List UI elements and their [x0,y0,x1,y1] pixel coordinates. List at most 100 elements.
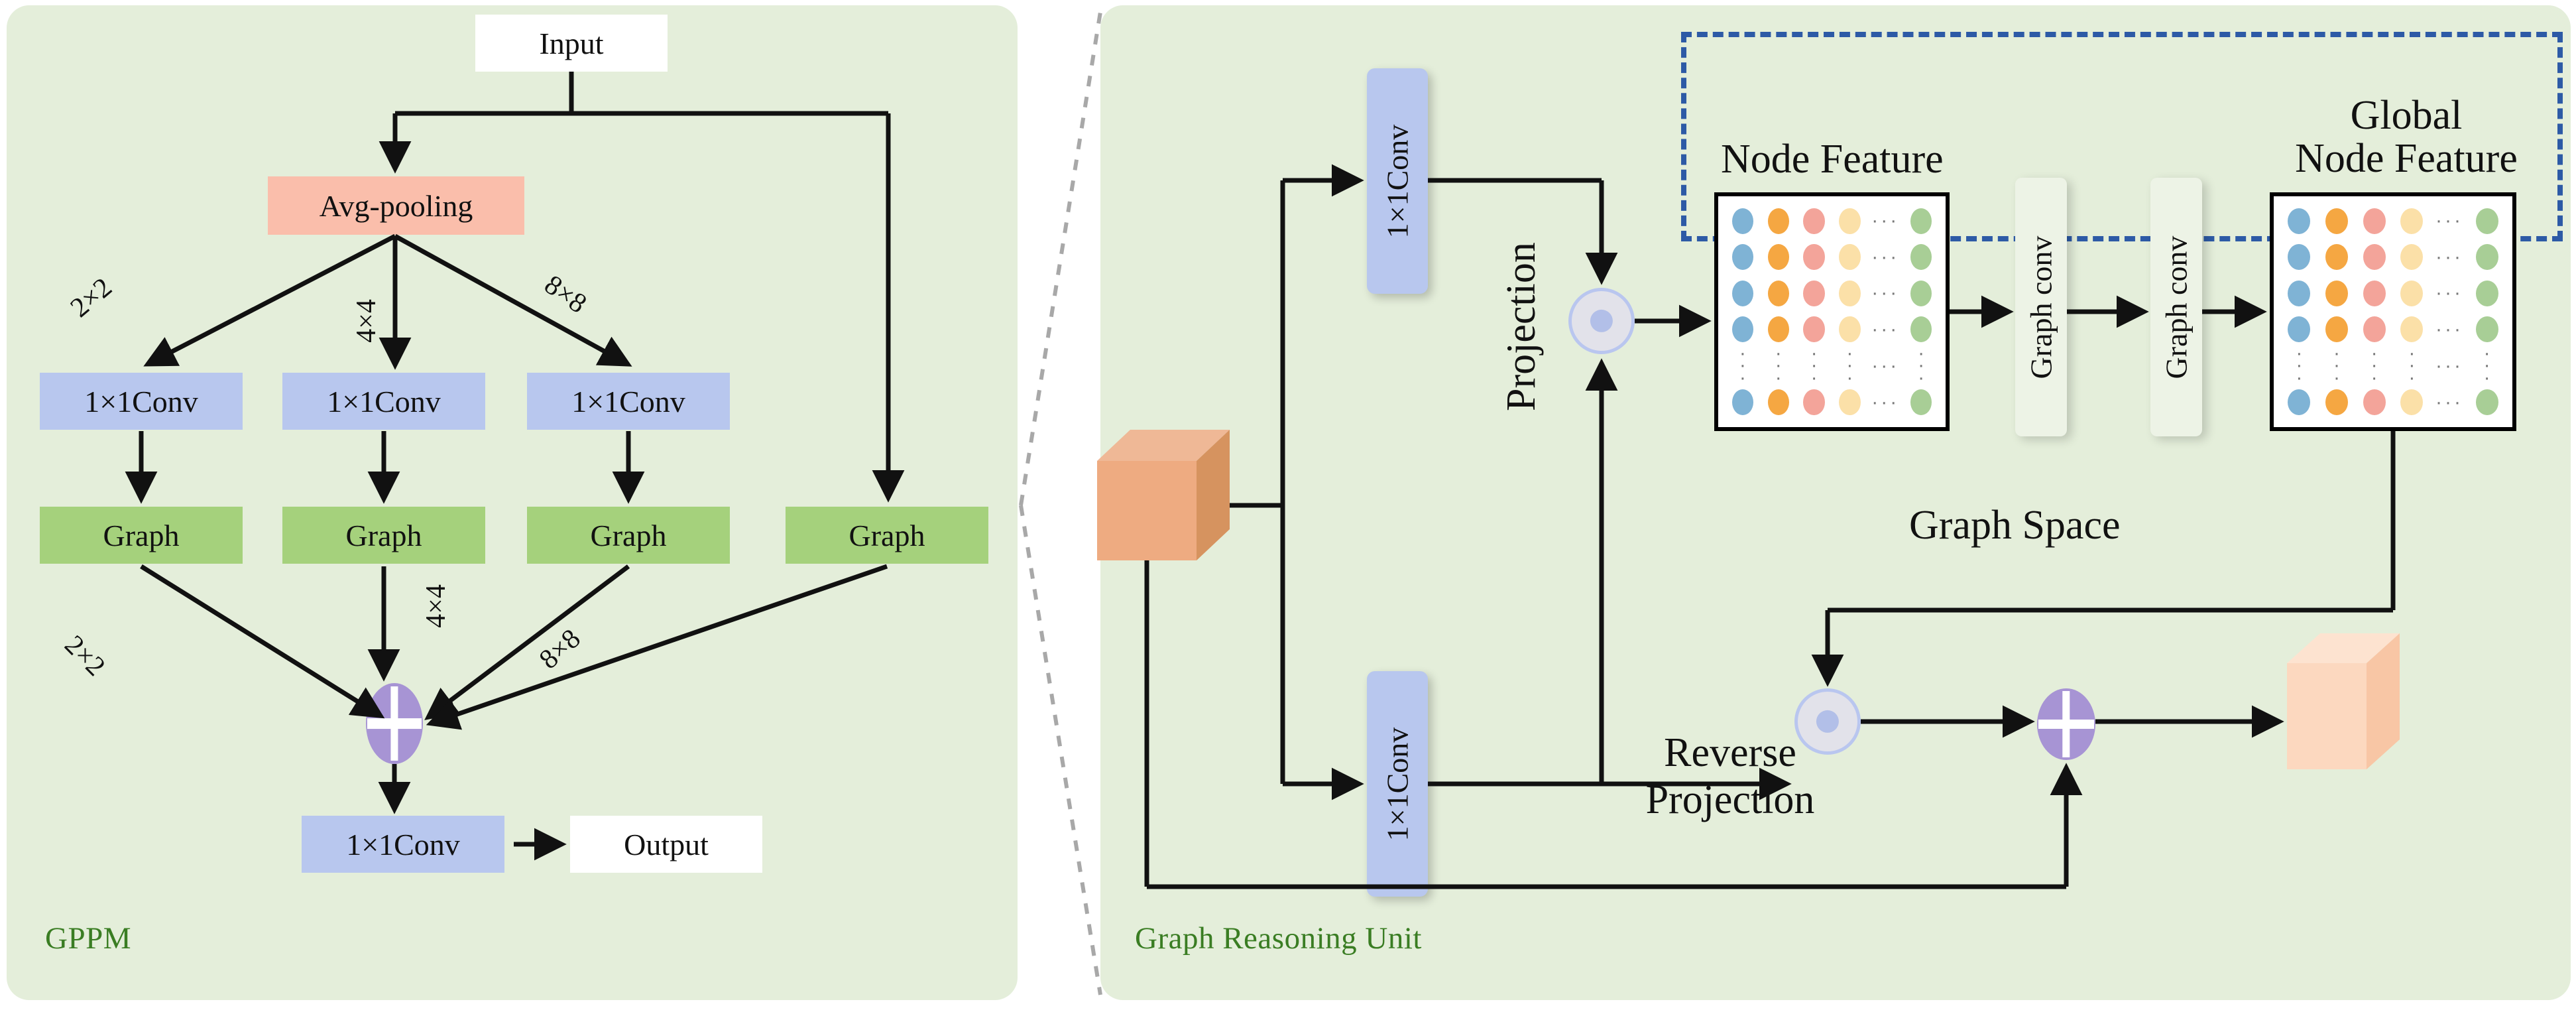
matrix-cell [1832,275,1867,311]
matrix-ellipsis-horizontal: ··· [1871,318,1900,340]
gppm-conv-3[interactable]: 1×1Conv [527,373,730,430]
matrix-dot [1910,280,1932,306]
matrix-cell [1725,311,1761,347]
matrix-ellipsis-horizontal: ··· [2435,354,2463,377]
matrix-ellipsis-vertical: ··· [2483,342,2490,389]
matrix-dot [1767,244,1789,271]
gppm-conv-2[interactable]: 1×1Conv [282,373,485,430]
gppm-graph-3[interactable]: Graph [527,507,730,564]
matrix-ellipsis-vertical: ··· [2296,342,2303,389]
matrix-cell [1832,239,1867,275]
matrix-dot [1839,316,1861,343]
matrix-cell [2318,203,2356,239]
matrix-dot [2475,316,2498,343]
matrix-cell [1796,275,1832,311]
matrix-cell [2393,311,2431,347]
matrix-dot [2363,244,2386,271]
gppm-avgpool-label: Avg-pooling [319,188,473,223]
matrix-dot [1910,316,1932,343]
matrix-cell [2318,385,2356,420]
matrix-dot [1803,316,1825,343]
matrix-ellipsis-horizontal: ··· [1871,354,1900,377]
matrix-dot [1839,244,1861,271]
matrix-cell [1761,385,1796,420]
matrix-dot [2475,244,2498,271]
matrix-dot [1731,244,1754,271]
matrix-dot [1803,389,1825,416]
gru-bottom-conv-block[interactable]: 1×1Conv [1367,671,1428,897]
gppm-conv-1[interactable]: 1×1Conv [40,373,243,430]
node-feature-matrix: ································· [1714,192,1950,431]
gppm-input-box[interactable]: Input [475,15,668,72]
gppm-conv-3-label: 1×1Conv [571,384,685,418]
matrix-cell: ··· [2431,239,2469,275]
matrix-cell: ··· [2431,203,2469,239]
global-node-feature-line1: Global [2350,93,2463,138]
matrix-dot [1803,280,1825,306]
gppm-caption: GPPM [45,921,132,956]
graph-conv-2-label: Graph conv [2159,235,2194,379]
matrix-dot [2288,389,2311,416]
matrix-dot [1910,389,1932,416]
gppm-graph-1-label: Graph [103,518,180,552]
gppm-merge-scale-4x4: 4×4 [420,584,451,628]
matrix-dot [2325,389,2348,416]
gppm-graph-4[interactable]: Graph [786,507,988,564]
graph-conv-block-1[interactable]: Graph conv [2015,178,2067,436]
matrix-dot [2325,280,2348,306]
matrix-cell [2393,385,2431,420]
gppm-avgpool-box[interactable]: Avg-pooling [268,176,524,235]
matrix-cell: ··· [2431,275,2469,311]
matrix-cell: ··· [2431,348,2469,385]
gppm-output-box[interactable]: Output [570,816,762,873]
reverse-projection-line1: Reverse [1664,730,1796,775]
matrix-cell [2468,203,2506,239]
gppm-input-label: Input [539,26,604,60]
matrix-cell: ··· [1867,275,1903,311]
matrix-cell [1725,239,1761,275]
gppm-branch-scale-4x4: 4×4 [351,299,382,343]
matrix-dot [2325,244,2348,271]
matrix-cell [1832,203,1867,239]
gppm-output-label: Output [624,827,709,861]
matrix-cell [2468,275,2506,311]
matrix-cell: ··· [1832,343,1867,387]
matrix-dot [2363,316,2386,343]
matrix-ellipsis-horizontal: ··· [2435,210,2463,232]
graph-conv-block-2[interactable]: Graph conv [2150,178,2202,436]
graph-space-label: Graph Space [1909,503,2121,548]
matrix-cell [2393,275,2431,311]
reverse-projection-label: Reverse Projection [1591,730,1869,824]
matrix-dot [2475,389,2498,416]
node-feature-label: Node Feature [1721,137,1944,182]
matrix-cell [1761,203,1796,239]
gppm-graph-2[interactable]: Graph [282,507,485,564]
matrix-dot [1803,208,1825,234]
gppm-final-conv[interactable]: 1×1Conv [302,816,504,873]
matrix-cell [2468,311,2506,347]
matrix-ellipsis-horizontal: ··· [1871,391,1900,413]
matrix-ellipsis-vertical: ··· [2408,342,2416,389]
projection-label: Projection [1499,242,1544,411]
matrix-cell: ··· [1867,239,1903,275]
gppm-panel [7,5,1018,1000]
gru-bottom-conv-label: 1×1Conv [1380,727,1415,841]
gppm-graph-1[interactable]: Graph [40,507,243,564]
gru-top-conv-block[interactable]: 1×1Conv [1367,68,1428,294]
matrix-ellipsis-horizontal: ··· [2435,245,2463,268]
matrix-cell [2355,275,2393,311]
matrix-dot [2400,280,2424,306]
matrix-dot [2288,280,2311,306]
gppm-final-conv-label: 1×1Conv [346,827,460,861]
matrix-dot [2325,208,2348,234]
matrix-ellipsis-horizontal: ··· [1871,282,1900,304]
matrix-dot [2475,208,2498,234]
matrix-cell [1903,239,1939,275]
matrix-cell: ··· [2393,342,2431,389]
matrix-dot [1731,316,1754,343]
gppm-fuse-plus-icon [366,683,423,764]
matrix-cell [1761,311,1796,347]
matrix-dot [2288,316,2311,343]
matrix-cell: ··· [2431,311,2469,347]
matrix-cell: ··· [1903,343,1939,387]
